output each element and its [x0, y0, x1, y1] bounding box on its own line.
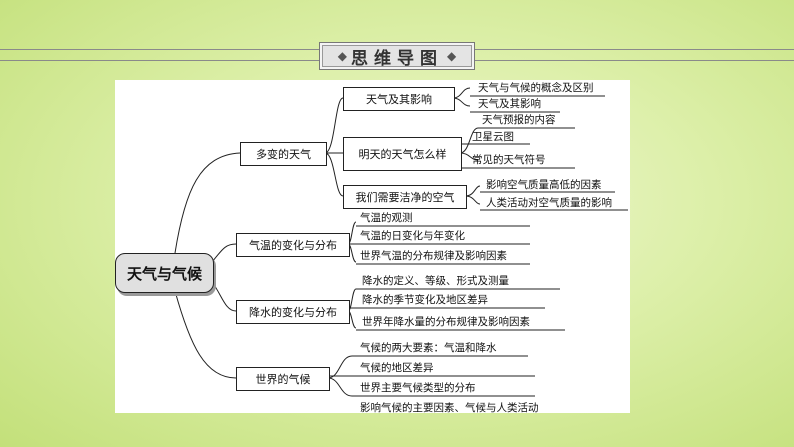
leaf-item: 人类活动对空气质量的影响 [486, 197, 612, 209]
banner-title: 思维导图 [351, 48, 443, 69]
leaf-item: 常见的天气符号 [472, 154, 546, 166]
leaf-item: 气候的地区差异 [360, 362, 434, 374]
leaf-item: 卫星云图 [472, 131, 514, 143]
subtopic-tomorrow-weather: 明天的天气怎么样 [343, 137, 462, 171]
leaf-item: 天气与气候的概念及区别 [478, 82, 594, 94]
leaf-item: 影响空气质量高低的因素 [486, 179, 602, 191]
topic-precipitation: 降水的变化与分布 [236, 300, 350, 324]
ornament-left-icon: ◆ [337, 49, 347, 63]
topic-changing-weather: 多变的天气 [240, 142, 327, 166]
topic-world-climate: 世界的气候 [236, 367, 330, 391]
leaf-item: 降水的定义、等级、形式及测量 [362, 275, 509, 287]
leaf-item: 气温的观测 [360, 212, 413, 224]
leaf-item: 气候的两大要素：气温和降水 [360, 342, 497, 354]
ornament-right-icon: ◆ [447, 49, 457, 63]
leaf-item: 世界气温的分布规律及影响因素 [360, 250, 507, 262]
leaf-item: 天气及其影响 [478, 98, 541, 110]
leaf-item: 降水的季节变化及地区差异 [362, 294, 488, 306]
leaf-item: 气温的日变化与年变化 [360, 230, 465, 242]
leaf-item: 天气预报的内容 [482, 114, 556, 126]
banner-box: ◆ 思维导图 ◆ [318, 42, 476, 70]
subtopic-weather-impact: 天气及其影响 [343, 87, 455, 111]
root-node: 天气与气候 [115, 253, 214, 293]
subtopic-clean-air: 我们需要洁净的空气 [343, 185, 467, 209]
topic-temperature: 气温的变化与分布 [236, 233, 350, 257]
leaf-item: 世界年降水量的分布规律及影响因素 [362, 316, 530, 328]
leaf-item: 影响气候的主要因素、气候与人类活动 [360, 402, 539, 414]
title-banner: ◆ 思维导图 ◆ [0, 42, 794, 70]
leaf-item: 世界主要气候类型的分布 [360, 382, 476, 394]
